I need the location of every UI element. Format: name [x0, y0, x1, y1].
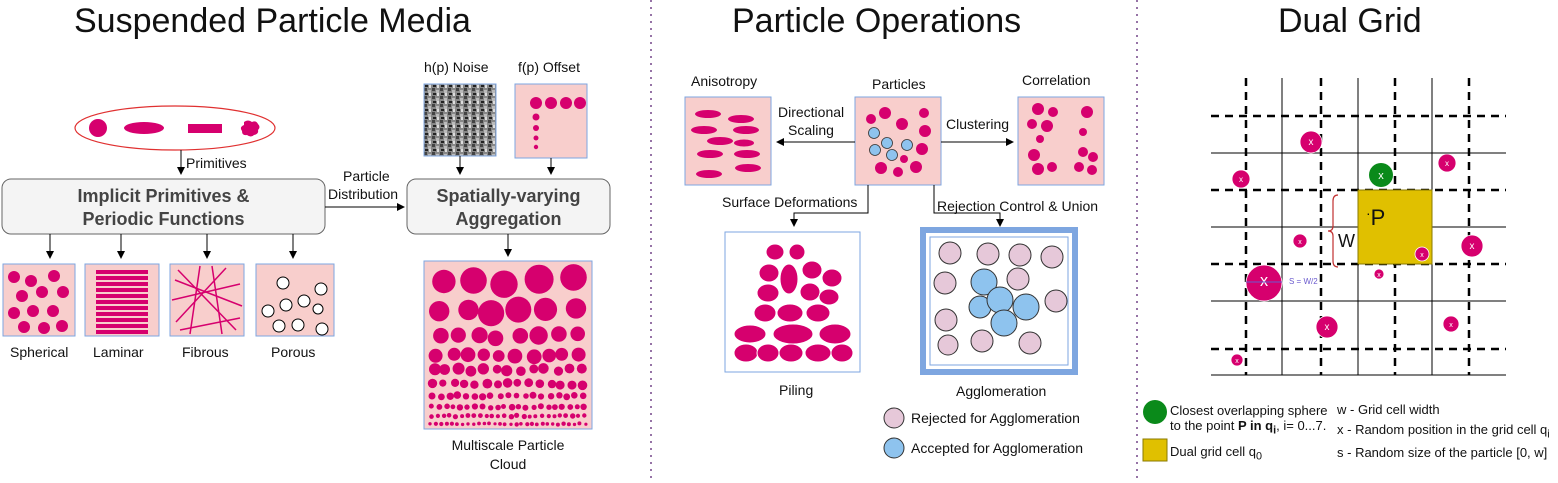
legend-yellow-cell [1142, 438, 1168, 462]
svg-text:x: x [1239, 175, 1243, 184]
dual-grid: x x x x x x x x x x x x [1211, 78, 1506, 376]
media-porous: Porous [271, 344, 316, 360]
svg-text:x: x [1309, 137, 1314, 148]
noise-texture [423, 83, 497, 157]
correlation-square [1017, 96, 1105, 186]
multiscale-cloud [423, 260, 593, 430]
particle-distribution-line1: Particle [343, 168, 390, 184]
legend-x: x - Random position in the grid cell qi [1337, 422, 1550, 441]
media-fibrous: Fibrous [182, 344, 229, 360]
legend-accepted-label: Accepted for Agglomeration [911, 440, 1083, 456]
particle-distribution-line2: Distribution [328, 186, 399, 202]
offset-texture [514, 83, 588, 159]
agglomeration-label: Agglomeration [956, 383, 1047, 399]
svg-text:x: x [1235, 358, 1239, 365]
svg-text:x: x [1377, 272, 1381, 279]
w-label: W [1338, 231, 1355, 251]
svg-text:x: x [1470, 241, 1475, 252]
svg-text:x: x [1298, 239, 1302, 246]
s-label: S = W/2 [1289, 277, 1318, 286]
svg-text:x: x [1420, 252, 1424, 259]
directional-line2: Scaling [788, 122, 834, 138]
fibrous-media [169, 263, 245, 337]
rejection-control-label: Rejection Control & Union [937, 198, 1099, 214]
anisotropy-square [684, 96, 772, 186]
cell-point-label: ·P [1366, 205, 1386, 230]
primitives-ellipse [74, 105, 276, 151]
media-spherical: Spherical [10, 344, 69, 360]
left-section-title: Suspended Particle Media [74, 2, 471, 40]
cloud-label-line1: Multiscale Particle [451, 437, 565, 453]
offset-label: f(p) Offset [518, 59, 580, 75]
legend-accepted-swatch [883, 437, 905, 459]
mid-section-title: Particle Operations [732, 2, 1022, 40]
aggregation-line1: Spatially-varying [436, 186, 581, 206]
legend-rejected-label: Rejected for Agglomeration [911, 410, 1080, 426]
aggregation-line2: Aggregation [455, 209, 562, 229]
implicit-box-line2: Periodic Functions [82, 209, 245, 229]
clustering-label: Clustering [946, 116, 1010, 132]
noise-label: h(p) Noise [424, 59, 489, 75]
porous-media [255, 263, 335, 337]
primitives-label: Primitives [186, 155, 247, 171]
legend-rejected-swatch [883, 407, 905, 429]
legend-closest-sphere: Closest overlapping sphere to the point … [1170, 403, 1328, 437]
svg-text:x: x [1449, 320, 1453, 329]
w-brace [1327, 194, 1339, 268]
laminar-media [84, 263, 160, 337]
directional-line1: Directional [778, 104, 845, 120]
right-section-title: Dual Grid [1278, 2, 1422, 40]
svg-text:x: x [1325, 322, 1330, 333]
svg-text:x: x [1445, 159, 1449, 168]
correlation-label: Correlation [1022, 72, 1091, 88]
cloud-label-line2: Cloud [489, 456, 527, 472]
piling-square [724, 231, 861, 373]
anisotropy-label: Anisotropy [691, 73, 758, 89]
implicit-box-line1: Implicit Primitives & [77, 186, 250, 206]
particles-label: Particles [872, 76, 926, 92]
svg-text:x: x [1378, 170, 1384, 182]
spherical-media [2, 263, 76, 337]
agglomeration-square [920, 227, 1078, 375]
media-laminar: Laminar [93, 344, 144, 360]
surface-deformations-label: Surface Deformations [722, 194, 858, 210]
legend-dual-cell: Dual grid cell q0 [1170, 444, 1263, 463]
piling-label: Piling [779, 382, 814, 398]
legend-s: s - Random size of the particle [0, w] [1337, 445, 1548, 460]
legend-green-sphere [1143, 400, 1167, 424]
svg-text:x: x [1260, 272, 1268, 290]
legend-w: w - Grid cell width [1337, 402, 1440, 417]
particles-square [854, 96, 942, 186]
